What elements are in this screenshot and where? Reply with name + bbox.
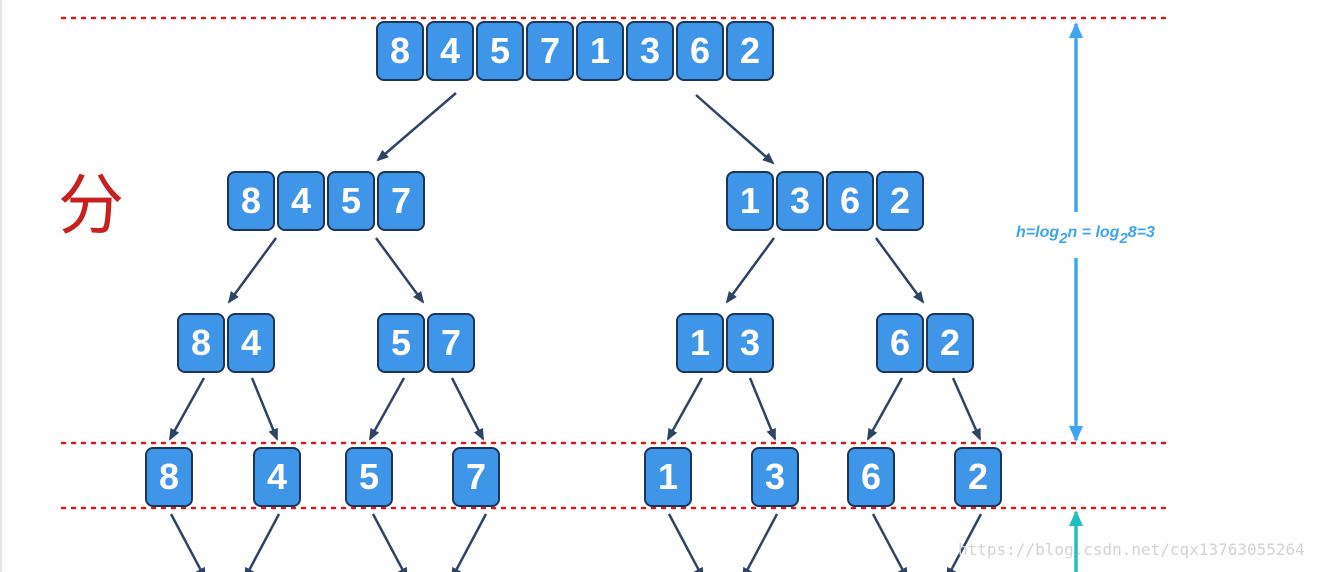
cell: 5 bbox=[345, 447, 393, 507]
formula-sub-2: 2 bbox=[1119, 230, 1128, 247]
arrow-l3-a-right bbox=[250, 377, 279, 441]
arrow-l2-a-left bbox=[227, 237, 278, 304]
cell: 4 bbox=[227, 313, 275, 373]
arrow-l2-a-right bbox=[374, 237, 425, 304]
arrow-root-right bbox=[695, 94, 775, 165]
cell: 2 bbox=[926, 313, 974, 373]
arrow-l2-b-right bbox=[874, 237, 925, 304]
cell: 4 bbox=[253, 447, 301, 507]
arrow-l3-b-right bbox=[450, 377, 485, 441]
cell: 7 bbox=[452, 447, 500, 507]
cell: 7 bbox=[427, 313, 475, 373]
arrow-merge-8-in bbox=[169, 513, 206, 572]
formula-suffix: 8=3 bbox=[1127, 224, 1155, 241]
cell: 5 bbox=[327, 171, 375, 231]
arrow-merge-3-in bbox=[742, 513, 779, 572]
cell: 8 bbox=[145, 447, 193, 507]
cell: 6 bbox=[676, 21, 724, 81]
arrow-l3-a-left bbox=[168, 377, 206, 441]
cell: 4 bbox=[277, 171, 325, 231]
arrow-merge-7-in bbox=[451, 513, 488, 572]
cell: 6 bbox=[876, 313, 924, 373]
cell: 2 bbox=[954, 447, 1002, 507]
arrow-merge-6-in bbox=[871, 513, 908, 572]
cell: 1 bbox=[676, 313, 724, 373]
arrow-l3-d-right bbox=[951, 377, 982, 441]
cell: 8 bbox=[376, 21, 424, 81]
divide-stage-label: 分 bbox=[58, 167, 124, 244]
cell: 1 bbox=[726, 171, 774, 231]
arrow-l3-d-left bbox=[866, 377, 904, 441]
cell: 3 bbox=[751, 447, 799, 507]
cell: 8 bbox=[177, 313, 225, 373]
arrow-merge-1-in bbox=[667, 513, 704, 572]
cell: 1 bbox=[644, 447, 692, 507]
formula-h-prefix: h=log bbox=[1016, 224, 1060, 241]
arrow-l3-c-right bbox=[748, 377, 777, 441]
cell: 5 bbox=[377, 313, 425, 373]
cell: 7 bbox=[377, 171, 425, 231]
arrow-root-left bbox=[376, 92, 457, 162]
cell: 8 bbox=[227, 171, 275, 231]
left-border bbox=[0, 0, 2, 572]
arrow-l3-b-left bbox=[368, 377, 406, 441]
cell: 6 bbox=[847, 447, 895, 507]
cell: 2 bbox=[876, 171, 924, 231]
formula-sub-1: 2 bbox=[1059, 230, 1068, 247]
arrow-l2-b-left bbox=[725, 237, 776, 304]
arrow-l3-c-left bbox=[666, 377, 704, 441]
height-formula: h=log2n = log28=3 bbox=[1016, 222, 1155, 247]
cell: 1 bbox=[576, 21, 624, 81]
arrow-merge-2-in bbox=[946, 513, 983, 572]
cell: 4 bbox=[426, 21, 474, 81]
cell: 3 bbox=[776, 171, 824, 231]
cell: 7 bbox=[526, 21, 574, 81]
cell: 3 bbox=[626, 21, 674, 81]
cell: 3 bbox=[726, 313, 774, 373]
cell: 6 bbox=[826, 171, 874, 231]
arrow-merge-4-in bbox=[244, 513, 281, 572]
arrow-merge-5-in bbox=[371, 513, 408, 572]
cell: 2 bbox=[726, 21, 774, 81]
watermark: https://blog.csdn.net/cqx13763055264 bbox=[958, 540, 1305, 559]
cell: 5 bbox=[476, 21, 524, 81]
formula-mid: n = log bbox=[1067, 224, 1120, 241]
